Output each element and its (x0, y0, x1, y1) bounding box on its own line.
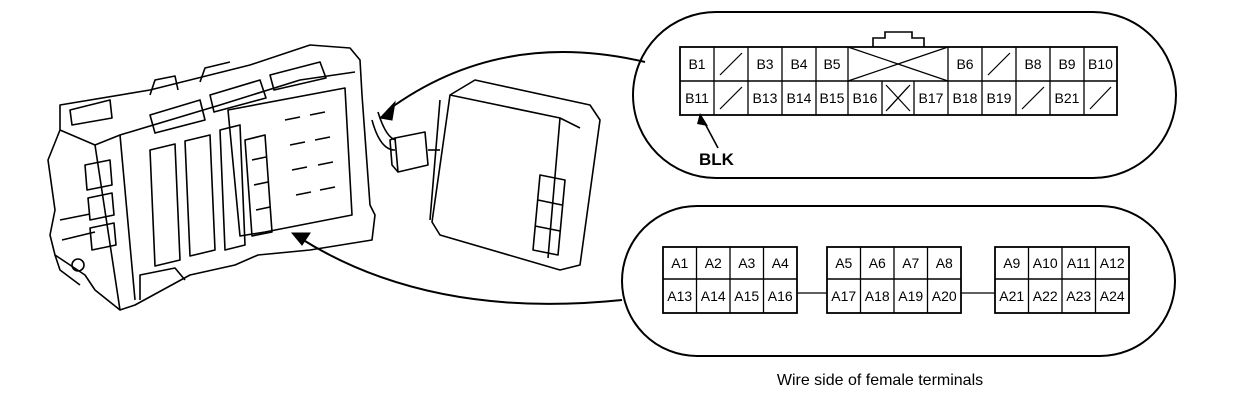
connector-b-pin-b14: B14 (787, 90, 812, 106)
connector-a-pin-a14: A14 (701, 288, 726, 304)
connector-b-pin-b11: B11 (685, 90, 709, 106)
connector-a-pin-a5: A5 (835, 255, 852, 271)
arrow-connector-b (378, 51, 646, 121)
connector-a-pin-a15: A15 (734, 288, 759, 304)
connector-a-pin-a9: A9 (1003, 255, 1020, 271)
connector-b-pin-b19: B19 (987, 90, 1012, 106)
connector-a-pin-a17: A17 (831, 288, 856, 304)
connector-a-pin-a1: A1 (671, 255, 688, 271)
connector-a-pin-a2: A2 (705, 255, 722, 271)
connector-b-empty-cavity (719, 52, 743, 76)
connector-a-pin-a19: A19 (898, 288, 923, 304)
connector-a-pin-a22: A22 (1033, 288, 1058, 304)
connector-b-pin-b8: B8 (1024, 56, 1041, 72)
connector-b-pin-b18: B18 (953, 90, 978, 106)
connector-b-empty-cavity (987, 52, 1011, 76)
connector-a-pin-a11: A11 (1067, 255, 1091, 271)
connector-b-pin-b16: B16 (853, 90, 878, 106)
arrow-connector-a (290, 232, 623, 305)
control-unit-illustration (371, 79, 601, 271)
connector-a-pin-a13: A13 (667, 288, 692, 304)
connector-a-pin-a6: A6 (869, 255, 886, 271)
connector-b-pin-b9: B9 (1058, 56, 1075, 72)
connector-a-pin-a10: A10 (1033, 255, 1058, 271)
wire-color-label: BLK (699, 150, 735, 169)
connector-a-pin-a23: A23 (1066, 288, 1091, 304)
connector-b-blocked-cavity (847, 46, 949, 82)
caption: Wire side of female terminals (777, 372, 983, 389)
connector-a-pin-a7: A7 (902, 255, 919, 271)
connector-b-pin-b13: B13 (753, 90, 778, 106)
connector-a-pin-a16: A16 (768, 288, 793, 304)
connector-b-pin-b21: B21 (1055, 90, 1080, 106)
connector-b-pin-b10: B10 (1088, 56, 1113, 72)
connector-a-pin-a18: A18 (865, 288, 890, 304)
connector-b-pin-b15: B15 (820, 90, 845, 106)
connector-b-blocked-cavity (885, 84, 911, 112)
under-dash-fuse-box-illustration (47, 44, 376, 311)
connector-b-empty-cavity (1021, 86, 1045, 110)
connector-a-pin-a8: A8 (936, 255, 953, 271)
connector-b-pin-b17: B17 (919, 90, 944, 106)
connector-a-pin-a21: A21 (999, 288, 1024, 304)
connector-a-pin-a4: A4 (772, 255, 789, 271)
connector-b-pin-b4: B4 (790, 56, 807, 72)
connector-b-pin-b5: B5 (823, 56, 840, 72)
connector-a-pin-a20: A20 (932, 288, 957, 304)
connector-b-empty-cavity (1089, 86, 1112, 110)
connector-a-pin-a12: A12 (1100, 255, 1125, 271)
connector-b-pin-b6: B6 (956, 56, 973, 72)
connector-b-pin-b3: B3 (756, 56, 773, 72)
connector-b-pin-b1: B1 (688, 56, 705, 72)
connector-a-pin-a3: A3 (738, 255, 755, 271)
connector-a-pin-a24: A24 (1100, 288, 1125, 304)
connector-b-empty-cavity (719, 86, 743, 110)
